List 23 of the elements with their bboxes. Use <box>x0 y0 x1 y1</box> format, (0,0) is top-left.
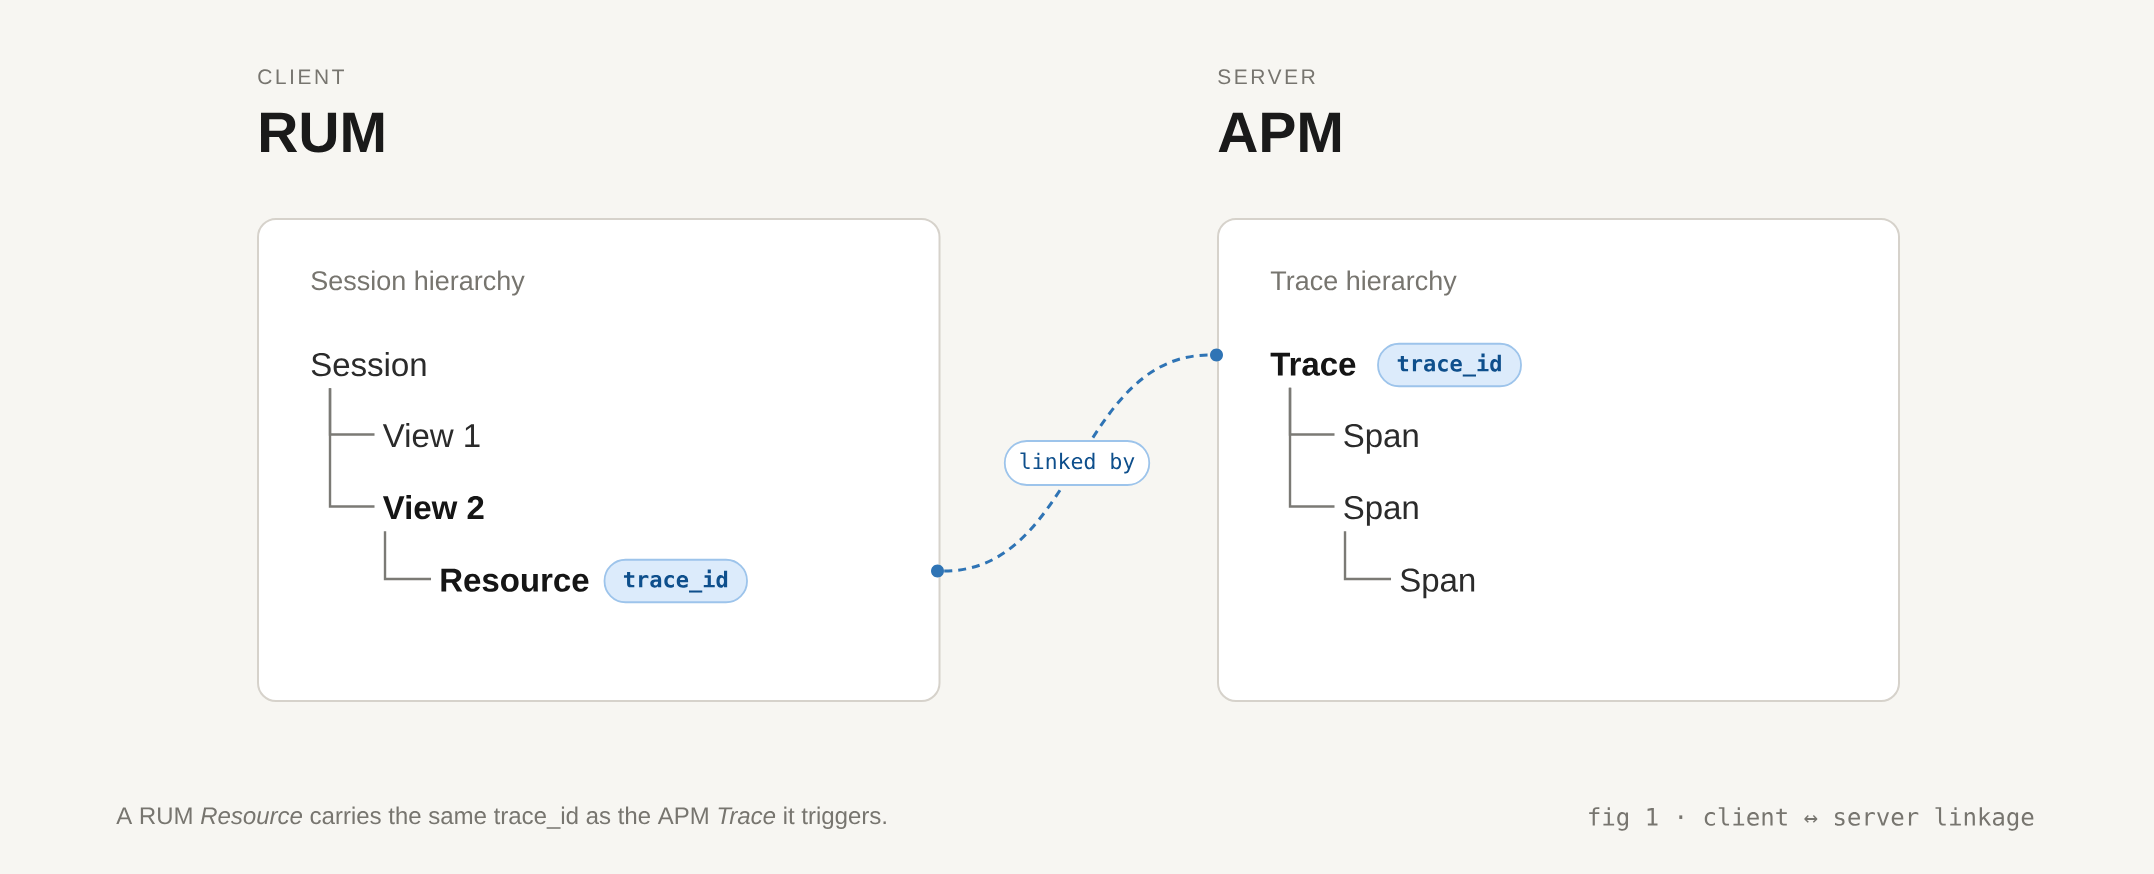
eyebrow-label: SERVER <box>1218 69 1315 85</box>
caption: A RUM Resource carries the same trace_id as the APM Trace it triggers. <box>116 806 886 829</box>
tree-connector <box>328 388 375 508</box>
tree-connector <box>383 531 431 581</box>
section-title: APM <box>1218 112 1341 152</box>
tree-item: Span <box>1400 568 1475 599</box>
tag-pill: trace_id <box>1377 342 1522 388</box>
tree-item: Span <box>1344 495 1418 526</box>
section-title: RUM <box>261 112 384 153</box>
eyebrow-label: CLIENT <box>258 69 344 85</box>
tree-item: Resource <box>441 568 589 592</box>
edge-label: linked by <box>1003 440 1151 486</box>
tree-item: Trace <box>1270 352 1356 376</box>
tree-connector <box>1343 531 1391 581</box>
tree-item: View 2 <box>382 495 484 520</box>
tree-item: Session <box>311 352 426 377</box>
hierarchy-heading: Session hierarchy <box>311 270 525 296</box>
tree-connector <box>1288 387 1335 508</box>
tree-item: View 1 <box>382 423 480 448</box>
hierarchy-heading: Trace hierarchy <box>1270 270 1457 296</box>
tree-item: Span <box>1344 423 1418 454</box>
figure-label: fig 1 · client ↔ server linkage <box>1589 807 2034 831</box>
tag-pill: trace_id <box>603 558 748 604</box>
